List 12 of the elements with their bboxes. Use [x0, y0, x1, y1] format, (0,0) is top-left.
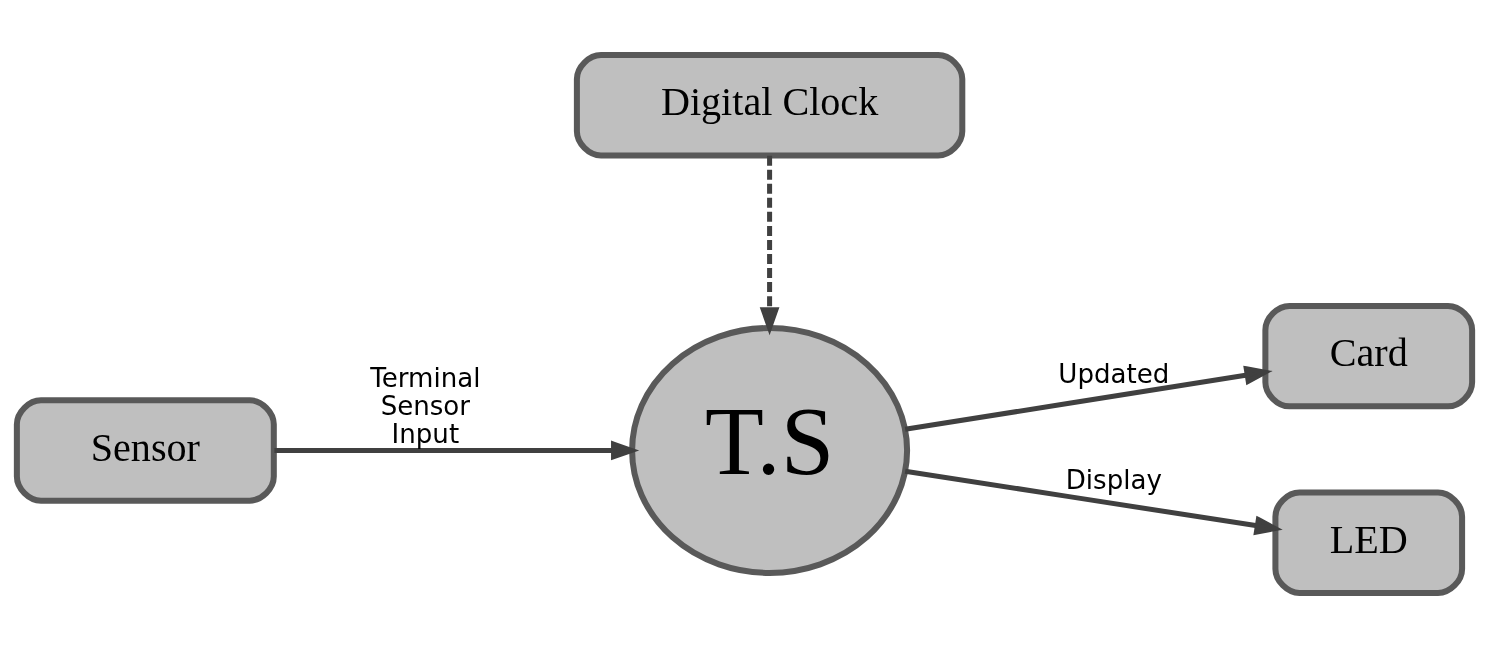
edge-label: Display [1065, 465, 1162, 496]
node-box: Digital Clock [573, 52, 966, 159]
node-ellipse: T.S [629, 325, 911, 576]
arrow [274, 440, 640, 461]
node-box: LED [1272, 489, 1466, 596]
arrow [904, 468, 1283, 536]
arrow [759, 155, 780, 336]
arrow [904, 365, 1273, 432]
node-box: Sensor [13, 397, 277, 504]
edge-label: Updated [1058, 359, 1170, 390]
node-box: Card [1262, 302, 1476, 410]
edge-label: Terminal Sensor Input [370, 363, 481, 450]
